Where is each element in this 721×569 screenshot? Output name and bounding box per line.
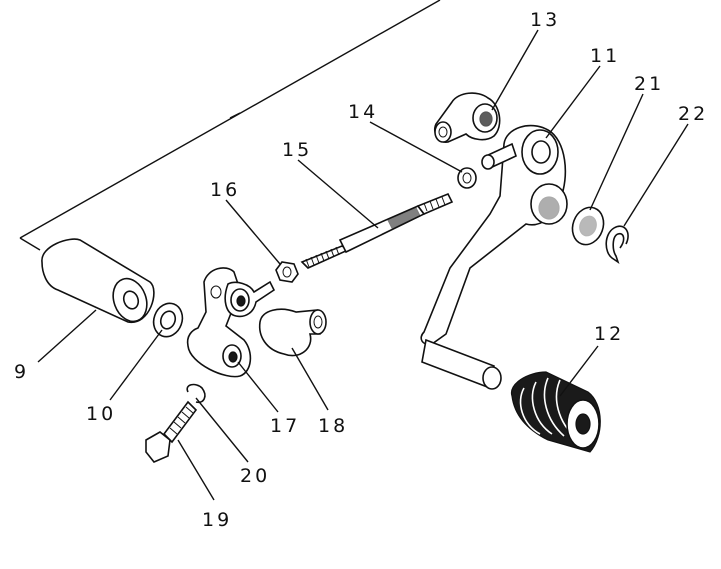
part-20-clip (186, 383, 206, 404)
leader-21 (589, 93, 644, 211)
callout-15: 15 (282, 139, 312, 161)
bracket-dash (229, 112, 241, 119)
leader-13 (491, 29, 539, 111)
part-21-washer (571, 206, 605, 246)
callout-16: 16 (210, 179, 240, 201)
callout-labels: 13 11 21 22 14 15 16 12 9 10 17 18 20 19 (14, 9, 708, 531)
callout-19: 19 (202, 509, 232, 531)
part-15-threaded-rod (300, 192, 454, 269)
part-13-rod-end (433, 92, 501, 143)
callout-20: 20 (240, 465, 270, 487)
leader-14 (369, 121, 463, 173)
part-12-pedal-rubber (510, 371, 601, 453)
leader-19 (177, 439, 215, 501)
part-10-washer (152, 302, 184, 338)
part-16-nut (275, 261, 299, 283)
leader-20 (195, 397, 249, 463)
callout-13: 13 (530, 9, 560, 31)
callout-11: 11 (590, 45, 620, 67)
callout-12: 12 (594, 323, 624, 345)
leader-9 (37, 309, 97, 363)
leader-lines (37, 29, 689, 501)
part-19-bolt (145, 400, 198, 463)
callout-9: 9 (14, 361, 29, 383)
callout-18: 18 (318, 415, 348, 437)
part-14-nut (457, 167, 477, 189)
callout-22: 22 (678, 103, 708, 125)
part-17-lever (186, 267, 276, 378)
part-18-bushing (258, 308, 327, 357)
leader-22 (623, 123, 689, 227)
leader-15 (297, 159, 379, 229)
leader-11 (545, 65, 601, 139)
callout-14: 14 (348, 101, 378, 123)
leader-16 (225, 199, 281, 265)
assembly-bracket-line (19, 0, 441, 251)
leader-18 (291, 347, 329, 411)
leader-17 (237, 361, 279, 413)
callout-10: 10 (86, 403, 116, 425)
part-22-circlip (605, 225, 629, 264)
leader-12 (559, 345, 599, 397)
part-9-sleeve (41, 238, 155, 323)
callout-21: 21 (634, 73, 664, 95)
part-11-shift-pedal (420, 124, 568, 390)
callout-17: 17 (270, 415, 300, 437)
leader-10 (109, 329, 163, 401)
